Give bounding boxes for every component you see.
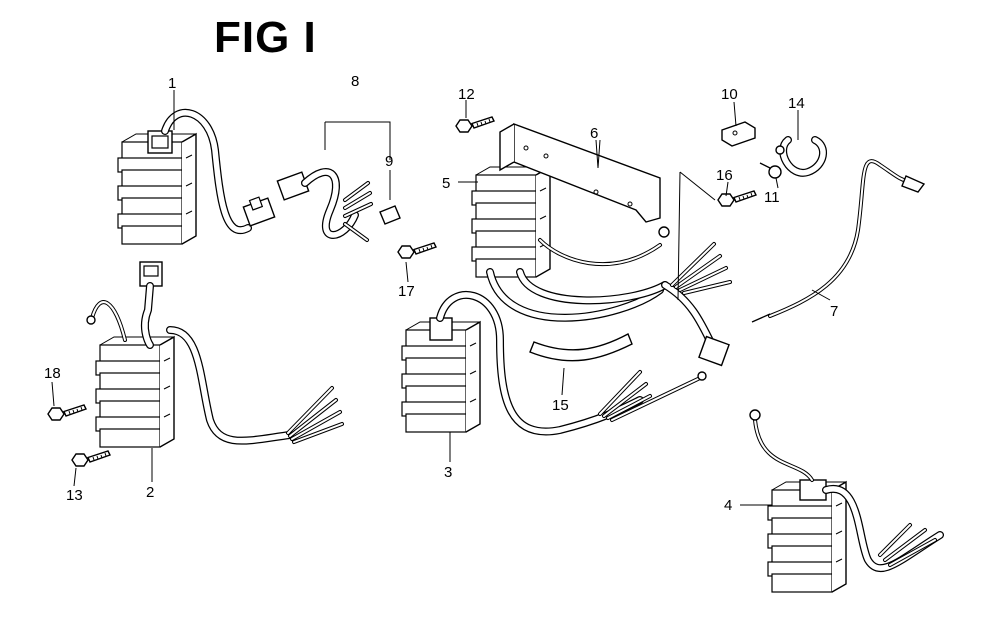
- leader-lines: [51, 90, 831, 506]
- clamp-14: [775, 136, 827, 177]
- callout-2: 2: [146, 484, 154, 501]
- bolt-13: [71, 450, 111, 467]
- bolt-12: [455, 116, 495, 133]
- callout-16: 16: [716, 167, 733, 184]
- callout-18: 18: [44, 365, 61, 382]
- bracket-6: [499, 122, 661, 223]
- harness-8: [276, 121, 391, 242]
- callout-14: 14: [788, 95, 805, 112]
- bolt-16: [717, 190, 757, 207]
- callout-15: 15: [552, 397, 569, 414]
- figure-title: FIG I: [214, 13, 317, 62]
- callout-6: 6: [590, 125, 598, 142]
- regulator-5: [471, 166, 732, 367]
- bolt-18: [47, 404, 87, 421]
- callout-17: 17: [398, 283, 415, 300]
- callout-13: 13: [66, 487, 83, 504]
- plate-10: [721, 121, 756, 147]
- cable-7: [751, 159, 926, 323]
- callout-12: 12: [458, 86, 475, 103]
- regulator-3: [401, 290, 707, 436]
- callout-4: 4: [724, 497, 732, 514]
- tube-15: [529, 333, 633, 362]
- callout-7: 7: [830, 303, 838, 320]
- regulator-4: [749, 409, 944, 593]
- regulator-1: [117, 108, 276, 245]
- callout-5: 5: [442, 175, 450, 192]
- callout-1: 1: [168, 75, 176, 92]
- callout-9: 9: [385, 153, 393, 170]
- regulator-2: [86, 261, 344, 448]
- screw-11: [759, 162, 782, 179]
- callout-11: 11: [764, 189, 780, 206]
- callout-10: 10: [721, 86, 738, 103]
- callout-8: 8: [351, 73, 359, 90]
- guide-line: [677, 171, 716, 301]
- bolt-17: [397, 242, 437, 259]
- connector-9: [379, 170, 401, 225]
- callout-3: 3: [444, 464, 452, 481]
